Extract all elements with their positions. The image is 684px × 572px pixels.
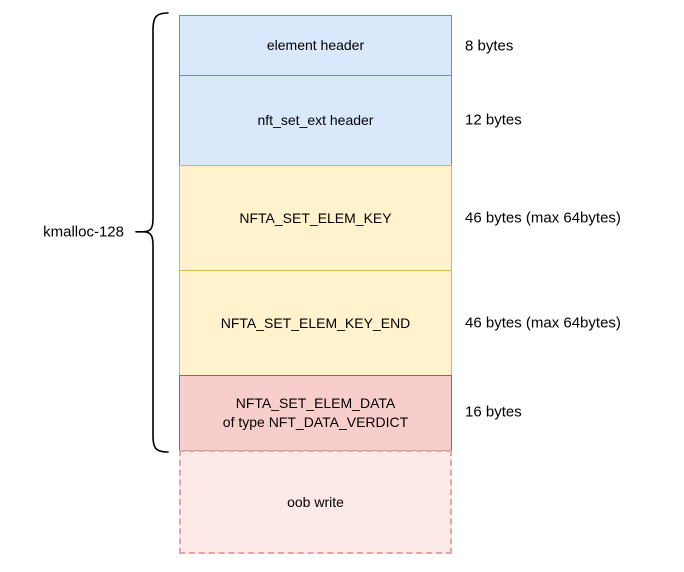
- block-label: element header: [266, 37, 365, 54]
- size-label-nfta-set-elem-key: 46 bytes (max 64bytes): [465, 209, 621, 227]
- block-element-header: element header: [179, 15, 452, 76]
- size-label-element-header: 8 bytes: [465, 37, 514, 55]
- size-label-nfta-set-elem-data: 16 bytes: [465, 403, 522, 421]
- block-nfta-set-elem-data: NFTA_SET_ELEM_DATA of type NFT_DATA_VERD…: [179, 375, 452, 451]
- block-nfta-set-elem-key: NFTA_SET_ELEM_KEY: [179, 165, 452, 271]
- block-oob-write: oob write: [179, 450, 452, 554]
- block-label: nft_set_ext header: [257, 112, 374, 129]
- block-label-line2: of type NFT_DATA_VERDICT: [222, 414, 409, 430]
- block-label: NFTA_SET_ELEM_DATA: [235, 395, 396, 412]
- block-label: NFTA_SET_ELEM_KEY_END: [220, 314, 411, 331]
- block-nfta-set-elem-key-end: NFTA_SET_ELEM_KEY_END: [179, 270, 452, 376]
- block-nft-set-ext-header: nft_set_ext header: [179, 75, 452, 166]
- size-label-nfta-set-elem-key-end: 46 bytes (max 64bytes): [465, 314, 621, 332]
- block-label: oob write: [287, 493, 344, 510]
- size-label-nft-set-ext-header: 12 bytes: [465, 111, 522, 129]
- block-label: NFTA_SET_ELEM_KEY: [239, 209, 392, 226]
- kmalloc-label: kmalloc-128: [43, 223, 124, 241]
